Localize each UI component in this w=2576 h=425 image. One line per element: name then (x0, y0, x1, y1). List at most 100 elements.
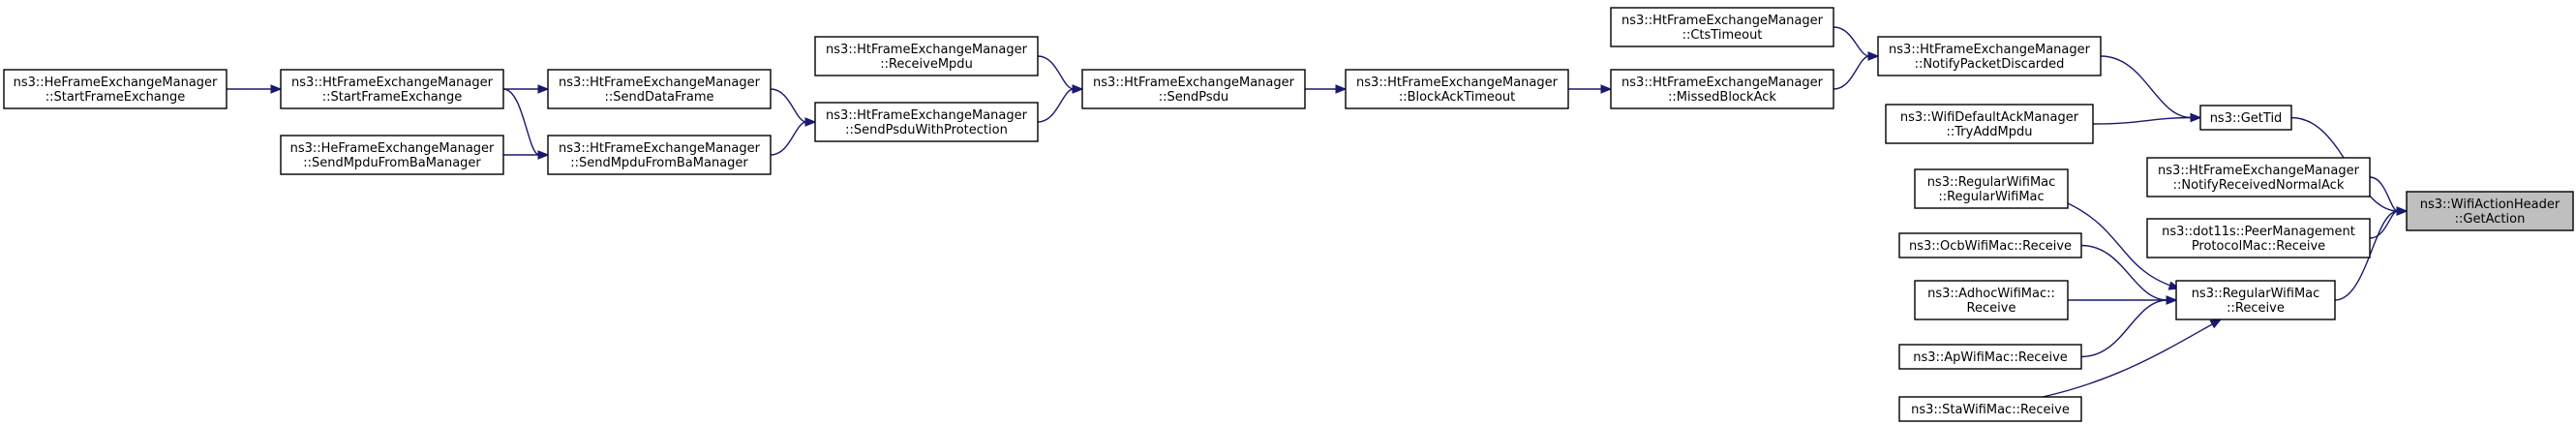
node-label-line: ns3::HtFrameExchangeManager (291, 76, 494, 90)
node-label-line: ns3::RegularWifiMac (1927, 175, 2056, 190)
node-ns3-htframeexchangemanager-startframeexchange[interactable]: ns3::HtFrameExchangeManager::StartFrameE… (280, 69, 504, 109)
node-ns3-htframeexchangemanager-sendpsdu[interactable]: ns3::HtFrameExchangeManager::SendPsdu (1081, 69, 1306, 109)
edge-arrowhead (1600, 84, 1613, 94)
node-label-line: ns3::HeFrameExchangeManager (14, 76, 218, 90)
edge-arrowhead (2396, 206, 2409, 216)
node-ns3-heframeexchangemanager-sendmpdufrombamanager[interactable]: ns3::HeFrameExchangeManager::SendMpduFro… (280, 135, 504, 175)
node-label-line: ns3::GetTid (2210, 111, 2283, 126)
node-label-line: ::RegularWifiMac (1938, 190, 2044, 204)
node-ns3-ocbwifimac-receive[interactable]: ns3::OcbWifiMac::Receive (1898, 232, 2082, 258)
edge-n11-to-n10 (502, 88, 550, 160)
edge-line (2369, 210, 2399, 239)
node-label-line: ns3::HtFrameExchangeManager (559, 76, 761, 90)
node-ns3-htframeexchangemanager-sendpsduwithprotection[interactable]: ns3::HtFrameExchangeManager::SendPsduWit… (814, 102, 1039, 142)
node-box (2199, 105, 2292, 131)
edge-arrowhead (804, 117, 817, 127)
node-label-line: ns3::HtFrameExchangeManager (2158, 164, 2360, 178)
edge-n4-to-n2 (1833, 51, 1880, 90)
node-ns3-apwifimac-receive[interactable]: ns3::ApWifiMac::Receive (1898, 344, 2082, 370)
edge-n10-to-n8 (770, 117, 817, 156)
node-box (1898, 344, 2082, 370)
node-label-line: Receive (1967, 301, 2016, 316)
edge-arrowhead (2166, 295, 2178, 305)
node-label-line: ns3::HtFrameExchangeManager (559, 141, 761, 156)
edge-line (2067, 202, 2180, 289)
edge-n6-to-n5 (1305, 84, 1348, 94)
node-label-line: ::BlockAckTimeout (1399, 90, 1515, 105)
node-ns3-htframeexchangemanager-senddataframe[interactable]: ns3::HtFrameExchangeManager::SendDataFra… (547, 69, 772, 109)
node-label-line: ns3::HtFrameExchangeManager (1889, 43, 2091, 57)
node-label-line: ::CtsTimeout (1682, 28, 1763, 43)
node-label-line: ns3::HtFrameExchangeManager (826, 43, 1028, 57)
node-ns3-wifidefaultackmanager-tryaddmpdu[interactable]: ns3::WifiDefaultAckManager::TryAddMpdu (1885, 104, 2094, 144)
node-label-line: ns3::OcbWifiMac::Receive (1909, 239, 2072, 254)
node-box (2146, 218, 2371, 258)
edge-line (2100, 55, 2193, 119)
node-ns3-heframeexchangemanager-startframeexchange[interactable]: ns3::HeFrameExchangeManager::StartFrameE… (3, 69, 227, 109)
node-label-line: ::NotifyReceivedNormalAck (2173, 178, 2345, 193)
node-ns3-stawifimac-receive[interactable]: ns3::StaWifiMac::Receive (1898, 396, 2082, 422)
node-label-line: ns3::RegularWifiMac (2192, 287, 2320, 301)
node-box (2175, 280, 2336, 320)
node-box (547, 69, 772, 109)
edge-arrowhead (2209, 319, 2223, 329)
edge-line (1037, 88, 1075, 123)
node-ns3-gettid[interactable]: ns3::GetTid (2199, 105, 2292, 131)
node-box (814, 36, 1039, 76)
node-box (1898, 396, 2082, 422)
edge-line (2042, 319, 2222, 398)
node-box (3, 69, 227, 109)
node-ns3-dot11s-peermanagement-protocolmac-receive[interactable]: ns3::dot11s::PeerManagementProtocolMac::… (2146, 218, 2371, 258)
node-ns3-htframeexchangemanager-notifypacketdiscarded[interactable]: ns3::HtFrameExchangeManager::NotifyPacke… (1877, 36, 2102, 76)
node-box (280, 135, 504, 175)
node-label-line: ::StartFrameExchange (45, 90, 186, 105)
edge-n8-to-n6 (1037, 84, 1084, 123)
node-ns3-htframeexchangemanager-ctstimeout[interactable]: ns3::HtFrameExchangeManager::CtsTimeout (1610, 7, 1834, 47)
node-ns3-htframeexchangemanager-blockacktimeout[interactable]: ns3::HtFrameExchangeManager::BlockAckTim… (1345, 69, 1569, 109)
edge-line (2369, 176, 2399, 212)
edge-line (502, 88, 540, 156)
edge-n13-to-n10 (502, 150, 550, 160)
edge-n5-to-n4 (1568, 84, 1613, 94)
node-ns3-htframeexchangemanager-notifyreceivednormalack[interactable]: ns3::HtFrameExchangeManager::NotifyRecei… (2146, 157, 2371, 197)
node-label-line: ::ReceiveMpdu (880, 57, 973, 72)
node-box (2406, 191, 2574, 231)
node-ns3-htframeexchangemanager-missedblockack[interactable]: ns3::HtFrameExchangeManager::MissedBlock… (1610, 69, 1834, 109)
edge-arrowhead (1867, 51, 1880, 61)
node-box (814, 102, 1039, 142)
node-label-line: ::SendPsduWithProtection (845, 123, 1008, 137)
node-ns3-regularwifimac-receive[interactable]: ns3::RegularWifiMac::Receive (2175, 280, 2336, 320)
edges-layer (227, 26, 2409, 398)
edge-arrowhead (270, 84, 283, 94)
node-label-line: ns3::HtFrameExchangeManager (826, 108, 1028, 123)
node-box (1081, 69, 1306, 109)
node-label-line: ns3::HtFrameExchangeManager (1356, 76, 1559, 90)
node-box (1898, 232, 2082, 258)
node-label-line: ::SendPsdu (1159, 90, 1228, 105)
node-box (547, 135, 772, 175)
node-box (280, 69, 504, 109)
edge-arrowhead (537, 150, 550, 160)
node-label-line: ::MissedBlockAck (1668, 90, 1776, 105)
edge-n21-to-n17 (2080, 295, 2178, 358)
node-label-line: ns3::WifiDefaultAckManager (1900, 110, 2079, 125)
node-box (1885, 104, 2094, 144)
node-box (1914, 168, 2069, 209)
edge-line (2080, 244, 2168, 301)
node-ns3-htframeexchangemanager-receivempdu[interactable]: ns3::HtFrameExchangeManager::ReceiveMpdu (814, 36, 1039, 76)
node-label-line: ::GetAction (2455, 212, 2526, 227)
node-box (1914, 280, 2069, 320)
node-ns3-regularwifimac-regularwifimac[interactable]: ns3::RegularWifiMac::RegularWifiMac (1914, 168, 2069, 209)
node-ns3-adhocwifimac-receive[interactable]: ns3::AdhocWifiMac::Receive (1914, 280, 2069, 320)
edge-line (2092, 116, 2193, 125)
edge-arrowhead (537, 84, 550, 94)
node-ns3-wifiactionheader-getaction[interactable]: ns3::WifiActionHeader::GetAction (2406, 191, 2574, 231)
node-ns3-htframeexchangemanager-sendmpdufrombamanager[interactable]: ns3::HtFrameExchangeManager::SendMpduFro… (547, 135, 772, 175)
node-box (1610, 69, 1834, 109)
nodes-layer: ns3::WifiActionHeader::GetAction ns3::Get… (3, 7, 2574, 422)
edge-n20-to-n17 (2068, 295, 2178, 305)
edge-line (1833, 26, 1870, 57)
node-label-line: ns3::ApWifiMac::Receive (1913, 350, 2068, 365)
edge-arrowhead (2190, 112, 2202, 123)
node-box (1877, 36, 2102, 76)
